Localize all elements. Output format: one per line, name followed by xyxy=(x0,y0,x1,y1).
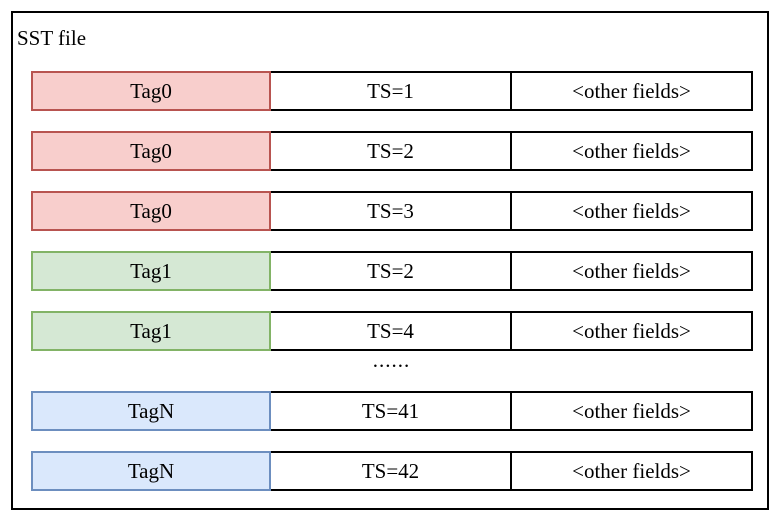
timestamp-cell: TS=42 xyxy=(271,451,512,491)
tag-cell: Tag1 xyxy=(31,251,271,291)
other-fields-cell: <other fields> xyxy=(512,191,753,231)
record-row: TagN TS=41 <other fields> xyxy=(31,391,753,431)
tag-cell: TagN xyxy=(31,451,271,491)
other-fields-cell: <other fields> xyxy=(512,71,753,111)
record-row: Tag0 TS=2 <other fields> xyxy=(31,131,753,171)
timestamp-cell: TS=41 xyxy=(271,391,512,431)
record-row: Tag1 TS=4 <other fields> xyxy=(31,311,753,351)
timestamp-cell: TS=4 xyxy=(271,311,512,351)
tag-cell: TagN xyxy=(31,391,271,431)
sst-file-title: SST file xyxy=(17,26,87,50)
other-fields-cell: <other fields> xyxy=(512,251,753,291)
ellipsis-text: ...... xyxy=(372,348,411,372)
timestamp-cell: TS=3 xyxy=(271,191,512,231)
record-row: Tag0 TS=3 <other fields> xyxy=(31,191,753,231)
sst-file-container: SST file Tag0 TS=1 <other fields> Tag0 T… xyxy=(11,11,769,510)
tag-cell: Tag0 xyxy=(31,71,271,111)
timestamp-cell: TS=2 xyxy=(271,251,512,291)
record-row: TagN TS=42 <other fields> xyxy=(31,451,753,491)
other-fields-cell: <other fields> xyxy=(512,391,753,431)
other-fields-cell: <other fields> xyxy=(512,311,753,351)
record-row: Tag0 TS=1 <other fields> xyxy=(31,71,753,111)
timestamp-cell: TS=2 xyxy=(271,131,512,171)
other-fields-cell: <other fields> xyxy=(512,451,753,491)
tag-cell: Tag0 xyxy=(31,131,271,171)
tag-cell: Tag1 xyxy=(31,311,271,351)
other-fields-cell: <other fields> xyxy=(512,131,753,171)
record-row: Tag1 TS=2 <other fields> xyxy=(31,251,753,291)
timestamp-cell: TS=1 xyxy=(271,71,512,111)
tag-cell: Tag0 xyxy=(31,191,271,231)
